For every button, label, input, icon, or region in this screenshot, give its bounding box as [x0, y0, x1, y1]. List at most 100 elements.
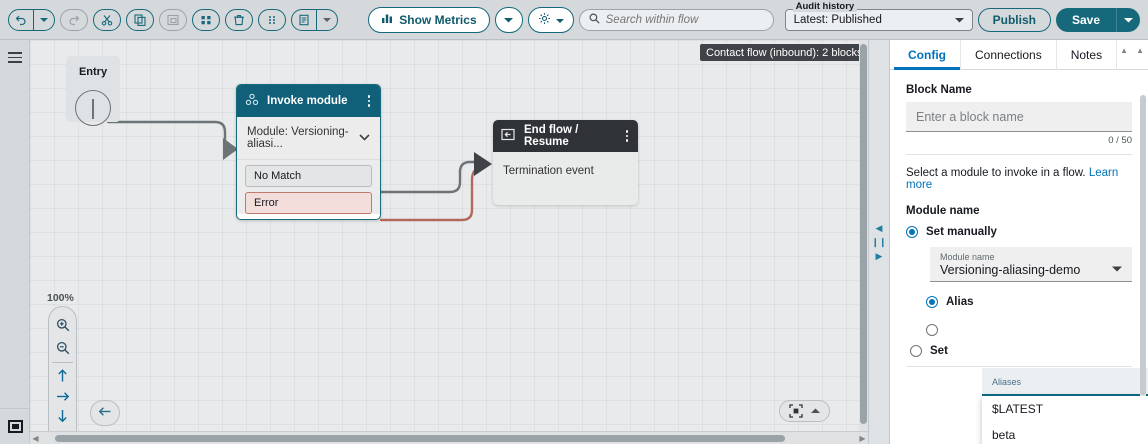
flow-settings-button[interactable]	[527, 6, 574, 33]
alias-option-latest[interactable]: $LATEST	[992, 402, 1044, 416]
block-name-placeholder: Enter a block name	[916, 109, 1024, 124]
dots-grid-icon	[266, 14, 278, 26]
radio-set-manually[interactable]: Set manually	[906, 226, 1132, 238]
toggle-panel-icon	[7, 420, 23, 433]
caret-up-icon[interactable]: ▲	[1136, 46, 1144, 55]
flow-canvas[interactable]: Contact flow (inbound): 2 blocks used En…	[30, 40, 868, 444]
document-icon[interactable]	[292, 9, 317, 30]
arrange-button[interactable]	[258, 8, 286, 31]
panel-tabs: Config Connections Notes ▲ ▲	[890, 40, 1148, 70]
divider-line	[906, 366, 1132, 367]
alias-option-beta[interactable]: beta	[992, 428, 1016, 442]
canvas-horizontal-scrollbar[interactable]: ◀ ▶	[30, 431, 868, 444]
gear-caret-down-icon[interactable]	[555, 13, 564, 27]
audit-history-value: Latest: Published	[793, 13, 882, 26]
hamburger-menu-icon[interactable]	[8, 52, 22, 66]
block-end-flow-resume[interactable]: End flow / Resume Termination event	[493, 120, 638, 205]
zoom-out-icon[interactable]	[51, 336, 75, 359]
alias-dropdown: Aliases $LATEST beta gamma prod pre-prod	[982, 368, 1148, 444]
radio-set-option[interactable]: Set	[910, 345, 1132, 357]
canvas-tooltip: Contact flow (inbound): 2 blocks used	[700, 44, 868, 61]
undo-button[interactable]	[8, 8, 55, 31]
audit-history-label: Audit history	[792, 0, 858, 12]
module-name-select[interactable]: Module name Versioning-aliasing-demo	[930, 247, 1132, 282]
start-node-icon	[75, 90, 111, 126]
canvas-vertical-scrollbar[interactable]	[859, 40, 868, 431]
panel-vertical-scrollbar[interactable]	[1140, 95, 1146, 435]
arrow-left-icon	[98, 405, 112, 421]
block-header: End flow / Resume	[493, 120, 638, 152]
output-port-no-match[interactable]: No Match	[245, 165, 372, 187]
block-title: End flow / Resume	[524, 124, 579, 148]
scrollbar-thumb[interactable]	[860, 44, 867, 424]
copy-button[interactable]	[126, 8, 154, 31]
block-module-text: Module: Versioning-aliasi...	[247, 126, 349, 150]
tabs-overflow-controls: ▲ ▲	[1120, 46, 1144, 55]
radio-icon[interactable]	[906, 226, 918, 238]
connection-wires	[106, 120, 487, 222]
radio-alias[interactable]: Alias	[926, 296, 1132, 308]
tab-connections[interactable]: Connections	[961, 40, 1057, 70]
zoom-in-icon[interactable]	[51, 313, 75, 336]
kebab-menu-icon[interactable]	[624, 128, 631, 144]
canvas-back-button[interactable]	[90, 400, 120, 426]
output-port-error[interactable]: Error	[245, 192, 372, 214]
fit-to-screen-control	[779, 400, 830, 422]
arrow-right-icon[interactable]	[51, 386, 75, 406]
chevron-down-icon[interactable]	[359, 132, 370, 144]
entry-node[interactable]: Entry	[66, 56, 120, 126]
caret-left-icon[interactable]: ◀	[875, 222, 883, 233]
kebab-menu-icon[interactable]	[366, 93, 373, 109]
save-caret-down-icon[interactable]	[1116, 7, 1140, 32]
arrow-down-icon[interactable]	[51, 406, 75, 426]
save-button[interactable]: Save	[1055, 7, 1116, 32]
block-invoke-module[interactable]: Invoke module Module: Versioning-aliasi.…	[236, 84, 381, 220]
radio-icon[interactable]	[910, 345, 922, 357]
panel-toggle-button[interactable]	[0, 408, 30, 444]
scrollbar-thumb[interactable]	[55, 434, 785, 442]
scroll-left-arrow-icon[interactable]: ◀	[32, 433, 39, 443]
search-input[interactable]	[605, 13, 764, 26]
arrow-up-icon[interactable]	[51, 366, 75, 386]
notes-button[interactable]	[291, 8, 338, 31]
caret-up-icon[interactable]: ▲	[1120, 46, 1129, 55]
tab-notes[interactable]: Notes	[1057, 40, 1118, 70]
radio-icon[interactable]	[926, 324, 938, 336]
drag-handle-icon[interactable]: ❙❙	[871, 236, 887, 247]
metrics-caret-down-icon[interactable]	[494, 6, 523, 33]
delete-button[interactable]	[225, 8, 253, 31]
fit-caret-up-icon[interactable]	[811, 408, 820, 414]
block-name-input[interactable]: Enter a block name	[906, 102, 1132, 132]
trash-icon	[233, 14, 245, 26]
undo-caret-down-icon[interactable]	[34, 10, 54, 30]
show-metrics-button[interactable]: Show Metrics	[368, 6, 490, 33]
help-text: Select a module to invoke in a flow. Lea…	[906, 167, 1132, 191]
fit-to-screen-icon[interactable]	[789, 404, 803, 418]
alias-select-field[interactable]: Aliases	[982, 368, 1148, 396]
learn-more-link[interactable]: Learn more	[906, 167, 1119, 191]
caret-right-icon[interactable]: ▶	[875, 250, 883, 261]
scrollbar-thumb[interactable]	[1140, 95, 1146, 395]
cut-button[interactable]	[93, 8, 121, 31]
radio-icon[interactable]	[926, 296, 938, 308]
publish-button[interactable]: Publish	[977, 7, 1051, 32]
notes-caret-down-icon[interactable]	[317, 10, 337, 30]
caret-down-icon[interactable]	[1112, 264, 1122, 277]
panel-resize-divider[interactable]: ◀ ❙❙ ▶	[868, 40, 890, 444]
scrollbar-track[interactable]	[41, 434, 857, 442]
scroll-right-arrow-icon[interactable]: ▶	[859, 433, 866, 443]
block-module-row[interactable]: Module: Versioning-aliasi...	[237, 117, 380, 160]
group-button[interactable]	[192, 8, 220, 31]
undo-icon[interactable]	[9, 9, 34, 30]
redo-button[interactable]	[60, 8, 88, 31]
block-title: Invoke module	[267, 95, 348, 107]
audit-history-select[interactable]: Latest: Published	[784, 8, 973, 31]
paste-button[interactable]	[159, 8, 187, 31]
search-within-flow[interactable]	[578, 8, 774, 31]
radio-secondary-option[interactable]	[926, 324, 1132, 336]
tab-config[interactable]: Config	[894, 40, 961, 70]
zoom-level-label: 100%	[47, 292, 74, 304]
show-metrics-label: Show Metrics	[399, 12, 477, 27]
module-icon	[245, 93, 259, 110]
paste-icon	[167, 14, 179, 26]
